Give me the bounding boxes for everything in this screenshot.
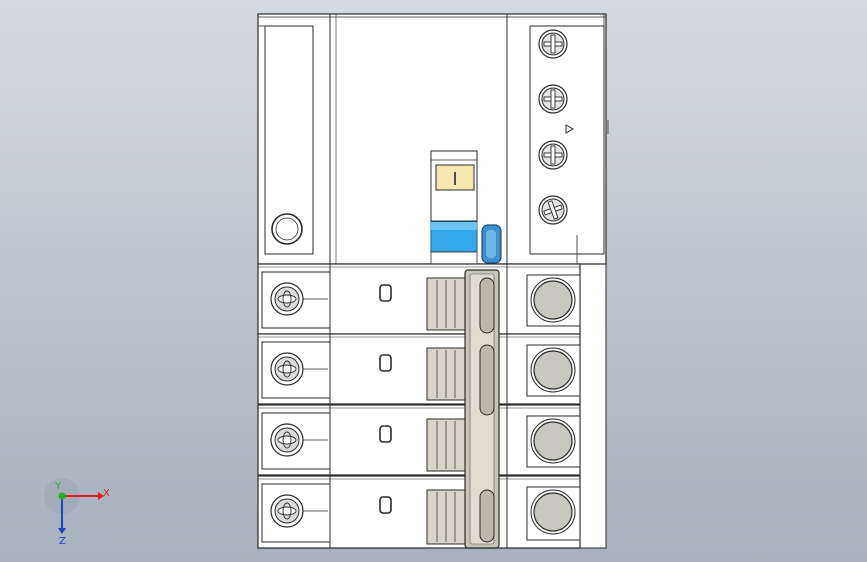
status-indicator: I: [430, 150, 502, 265]
triangle-marker-icon: [565, 124, 575, 134]
axis-triad: X Z Y: [44, 478, 110, 546]
pole-screw-4: [270, 494, 328, 528]
pole-rows: [257, 263, 581, 549]
test-button[interactable]: [271, 213, 303, 245]
pole-row-2: [257, 333, 581, 405]
top-screw-1: [538, 29, 568, 59]
right-side-panel: [576, 234, 607, 549]
top-screw-4: [538, 195, 568, 225]
top-screw-2: [538, 84, 568, 114]
pole-row-1: [257, 263, 581, 335]
top-screws: [538, 29, 568, 225]
x-axis-label: X: [103, 488, 110, 499]
pole-terminal-4: [530, 489, 576, 535]
top-screw-3: [538, 140, 568, 170]
top-terminal-panel: [529, 25, 605, 255]
pole-screw-2: [270, 352, 328, 386]
pole-row-3: [257, 404, 581, 476]
y-axis-label: Y: [54, 481, 62, 492]
pole-terminal-3: [530, 418, 576, 464]
pole-terminal-2: [530, 347, 576, 393]
z-axis-label: Z: [59, 536, 66, 546]
pole-screw-3: [270, 423, 328, 457]
pole-row-4: [257, 475, 581, 549]
indicator-symbol: I: [452, 169, 457, 190]
toggle-handle[interactable]: [464, 269, 500, 549]
pole-terminal-1: [530, 277, 576, 323]
pole-screw-1: [270, 282, 328, 316]
